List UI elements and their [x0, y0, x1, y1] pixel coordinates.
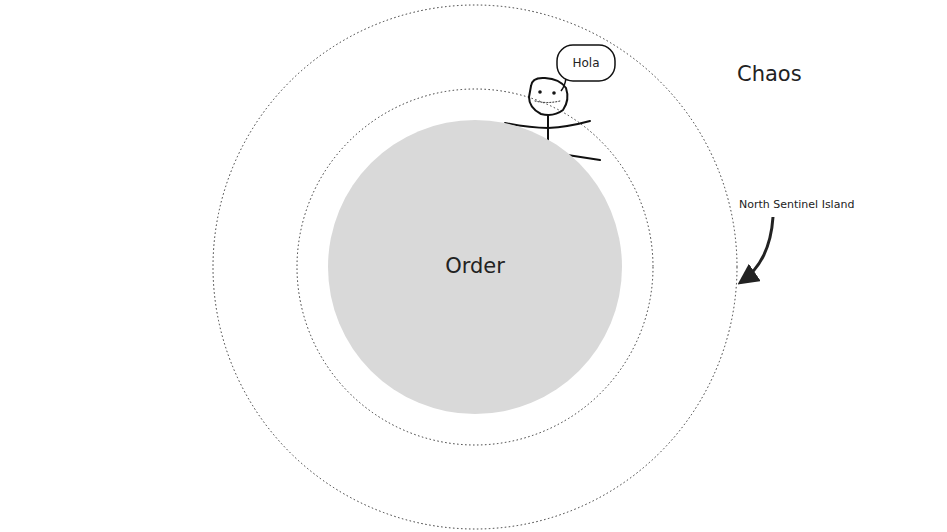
outer-ring: [213, 5, 737, 529]
order-circle: Order: [328, 120, 622, 414]
node-text: Hola: [572, 56, 599, 70]
callout-label: North Sentinel Island: [739, 198, 854, 211]
bubble-shape: [557, 45, 615, 81]
speech-bubble: Hola: [556, 44, 616, 82]
figure-eye: [553, 92, 555, 94]
pointer-arrow: [741, 217, 773, 282]
figure-mouth: [535, 101, 560, 103]
figure-eye: [539, 91, 541, 93]
middle-ring: [297, 89, 653, 445]
node-text: Order: [445, 254, 505, 279]
figure-head: [529, 78, 567, 115]
bubble-tail: [561, 78, 566, 91]
circle-shape: [328, 120, 622, 414]
region-label: Chaos: [737, 62, 802, 87]
